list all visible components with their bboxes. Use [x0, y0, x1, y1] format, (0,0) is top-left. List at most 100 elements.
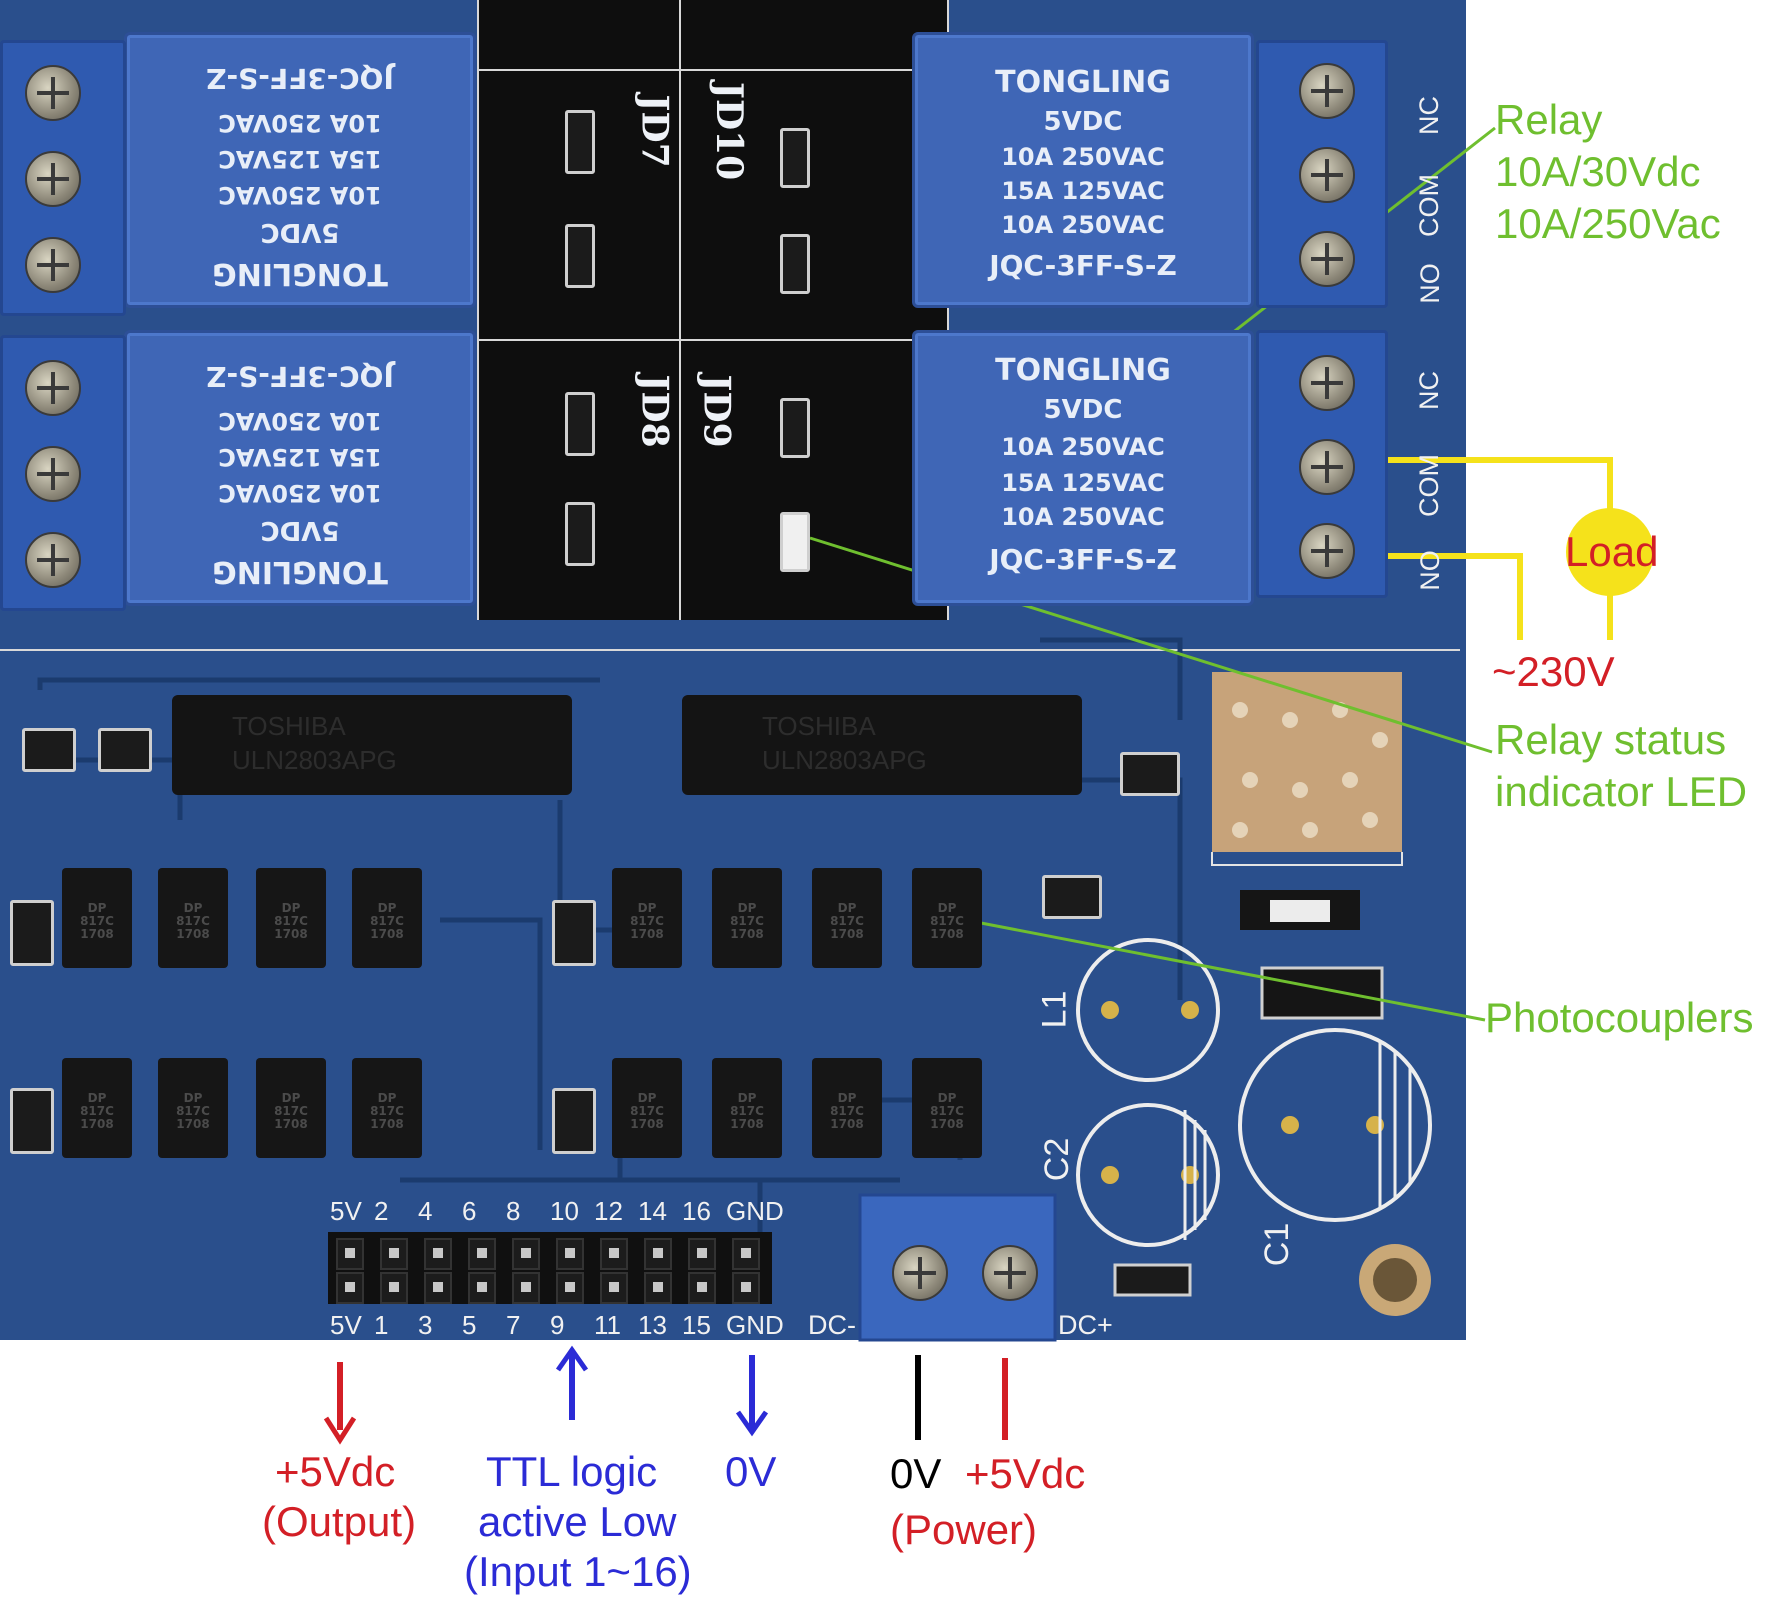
silk-c2: C2: [1038, 1137, 1077, 1182]
silk-l1: L1: [1035, 990, 1074, 1029]
dc-plus-label: DC+: [1058, 1310, 1113, 1340]
terminal-label-no: NO: [1414, 550, 1445, 591]
header-pin[interactable]: [688, 1272, 716, 1304]
header-top-pin-label: 5V: [330, 1196, 362, 1226]
resistor-202: [565, 224, 595, 288]
relay-brand: TONGLING: [212, 256, 388, 291]
screw-terminal-left-top: [0, 40, 126, 316]
relay-bottom-left: TONGLING 5VDC 10A 250VAC 15A 125VAC 10A …: [124, 330, 476, 606]
annotation-load: Load: [1565, 528, 1659, 575]
header-pin[interactable]: [512, 1272, 540, 1304]
relay-brand: TONGLING: [212, 554, 388, 589]
annotation-photocouplers: Photocouplers: [1485, 994, 1754, 1041]
resistor-array: [10, 900, 54, 966]
header-bottom-pin-label: 15: [682, 1310, 711, 1340]
header-pin[interactable]: [600, 1238, 628, 1270]
header-pin[interactable]: [336, 1238, 364, 1270]
screw-icon: [1299, 147, 1355, 203]
relay-rating-3: 10A 250VAC: [1001, 503, 1165, 531]
relay-rating-2: 15A 125VAC: [218, 145, 382, 173]
header-top-pin-label: 6: [462, 1196, 477, 1226]
header-pin[interactable]: [424, 1272, 452, 1304]
relay-rating-1: 10A 250VAC: [1001, 433, 1165, 461]
relay-coil: 5VDC: [260, 515, 340, 545]
header-pin[interactable]: [468, 1238, 496, 1270]
header-bottom-pin-label: 9: [550, 1310, 565, 1340]
header-pin[interactable]: [732, 1238, 760, 1270]
terminal-label-nc: NC: [1414, 371, 1444, 410]
header-pin[interactable]: [644, 1238, 672, 1270]
resistor-202: [565, 502, 595, 566]
jumper-label-jd10: JD10: [708, 81, 751, 181]
header-pin[interactable]: [512, 1238, 540, 1270]
header-pin[interactable]: [556, 1272, 584, 1304]
uln2803-ic-right: TOSHIBA ULN2803APG: [682, 695, 1082, 795]
annotation-relay-spec-dc: 10A/30Vdc: [1495, 148, 1701, 195]
header-pin[interactable]: [688, 1238, 716, 1270]
relay-rating-3: 10A 250VAC: [218, 407, 382, 435]
relay-rating-3: 10A 250VAC: [218, 109, 382, 137]
relay-coil: 5VDC: [1043, 395, 1123, 425]
annotation-ttl-line1: TTL logic: [486, 1448, 658, 1495]
header-bottom-pin-label: 5: [462, 1310, 477, 1340]
annotation-output-label: (Output): [262, 1498, 417, 1545]
annotation-ttl-line2: active Low: [478, 1498, 677, 1545]
relay-model: JQC-3FF-S-Z: [989, 249, 1177, 282]
relay-coil: 5VDC: [260, 217, 340, 247]
header-top-pin-label: 14: [638, 1196, 667, 1226]
header-top-pin-label: GND: [726, 1196, 784, 1226]
header-pin[interactable]: [600, 1272, 628, 1304]
header-pin[interactable]: [468, 1272, 496, 1304]
screw-icon: [1299, 355, 1355, 411]
header-top-pin-label: 4: [418, 1196, 433, 1226]
resistor-array: [22, 728, 76, 772]
header-pin[interactable]: [732, 1272, 760, 1304]
screw-icon: [25, 237, 81, 293]
header-bottom-pin-label: 3: [418, 1310, 433, 1340]
relay-model: JQC-3FF-S-Z: [206, 360, 394, 393]
header-pin[interactable]: [556, 1238, 584, 1270]
header-top-pin-label: 8: [506, 1196, 521, 1226]
header-bottom-pin-label: 13: [638, 1310, 667, 1340]
resistor-array: [1042, 875, 1102, 919]
header-pin[interactable]: [644, 1272, 672, 1304]
resistor-202: [780, 128, 810, 188]
header-pin[interactable]: [380, 1238, 408, 1270]
screw-icon: [1299, 439, 1355, 495]
screw-terminal-right-top: [1256, 40, 1388, 308]
screw-icon: [25, 151, 81, 207]
header-pin[interactable]: [380, 1272, 408, 1304]
relay-coil: 5VDC: [1043, 107, 1123, 137]
terminal-label-nc: NC: [1414, 96, 1444, 135]
jumper-label-jd7: JD7: [633, 94, 676, 168]
annotation-ttl-line3: (Input 1~16): [464, 1548, 692, 1595]
relay-rating-3: 10A 250VAC: [1001, 211, 1165, 239]
screw-icon: [1299, 231, 1355, 287]
header-bottom-pin-label: GND: [726, 1310, 784, 1340]
annotation-relay-title: Relay: [1495, 96, 1603, 143]
resistor-array: [10, 1088, 54, 1154]
header-top-pin-label: 16: [682, 1196, 711, 1226]
header-pin[interactable]: [424, 1238, 452, 1270]
relay-rating-1: 10A 250VAC: [1001, 143, 1165, 171]
screw-icon: [1299, 523, 1355, 579]
status-led: [565, 110, 595, 174]
header-pin[interactable]: [336, 1272, 364, 1304]
relay-rating-2: 15A 125VAC: [1001, 177, 1165, 205]
screw-icon: [25, 360, 81, 416]
relay-brand: TONGLING: [995, 353, 1171, 388]
